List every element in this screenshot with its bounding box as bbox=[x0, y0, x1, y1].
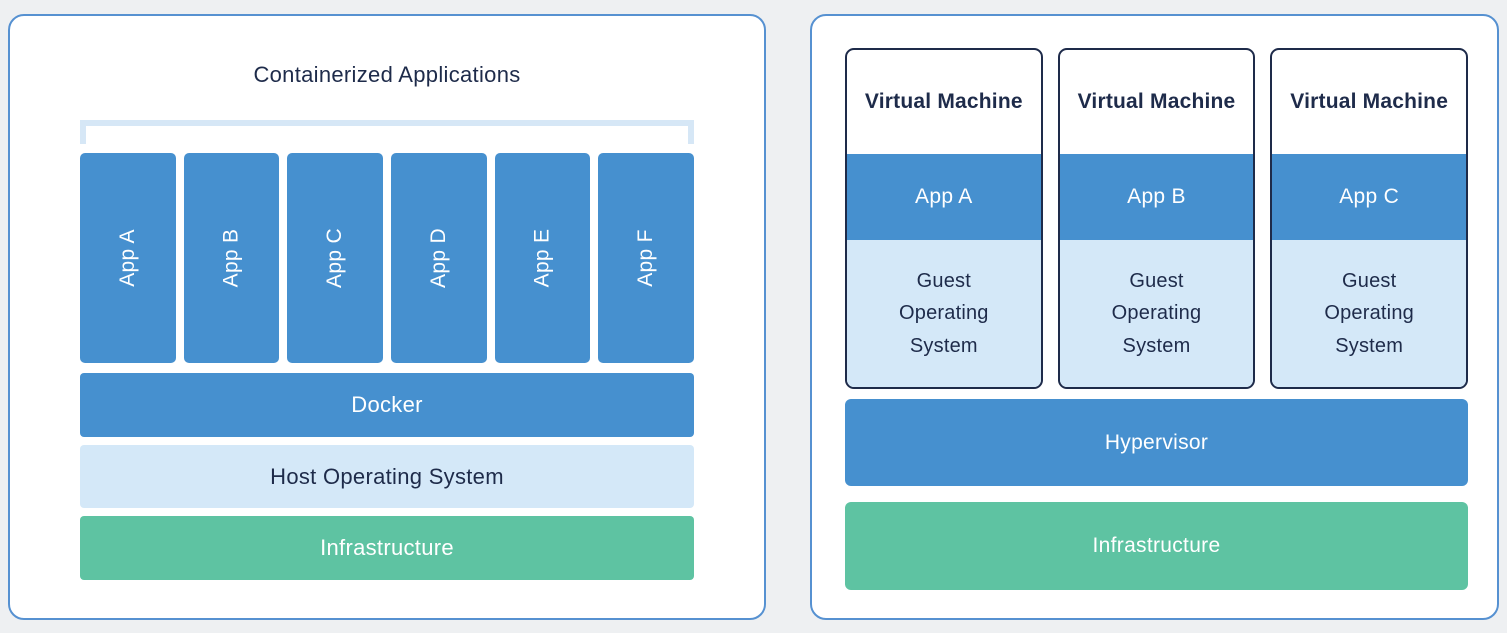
vm-guest-os-layer: Guest Operating System bbox=[1059, 240, 1254, 387]
infrastructure-layer-label: Infrastructure bbox=[320, 535, 454, 560]
vm-title: Virtual Machine bbox=[1077, 90, 1236, 113]
vm-guest-os-label: Guest Operating System bbox=[899, 269, 989, 357]
vm-app-layer: App B bbox=[1059, 154, 1254, 240]
app-label: App F bbox=[634, 229, 658, 287]
app-container-box: App C bbox=[287, 153, 384, 363]
vm-guest-os-label: Guest Operating System bbox=[1324, 269, 1414, 357]
apps-group-bracket bbox=[80, 120, 694, 144]
vm-guest-os-layer: Guest Operating System bbox=[847, 240, 1041, 387]
vm-title: Virtual Machine bbox=[864, 90, 1023, 113]
app-container-box: App E bbox=[494, 153, 591, 363]
app-container-box: App F bbox=[598, 153, 695, 363]
vm-row: Virtual Machine App A Guest Operating Sy… bbox=[845, 48, 1469, 389]
infrastructure-layer: Infrastructure bbox=[80, 516, 694, 580]
app-label: App B bbox=[219, 228, 243, 288]
containers-panel-title: Containerized Applications bbox=[253, 62, 521, 87]
app-label: App A bbox=[115, 229, 139, 287]
infrastructure-layer: Infrastructure bbox=[845, 502, 1468, 590]
containers-panel: Containerized Applications App A App B A… bbox=[8, 14, 766, 620]
app-container-box: App B bbox=[183, 153, 280, 363]
docker-layer: Docker bbox=[80, 373, 694, 437]
container-apps-row: App A App B App C App D App E App F bbox=[80, 153, 695, 363]
app-label: App D bbox=[426, 228, 450, 288]
vm-app-layer: App C bbox=[1272, 154, 1467, 240]
vm-box: Virtual Machine App A Guest Operating Sy… bbox=[845, 48, 1043, 389]
hypervisor-layer-label: Hypervisor bbox=[1104, 430, 1209, 454]
app-label: App C bbox=[323, 228, 347, 288]
vm-guest-os-label: Guest Operating System bbox=[1111, 269, 1202, 357]
vm-box: Virtual Machine App B Guest Operating Sy… bbox=[1057, 48, 1256, 389]
hypervisor-layer: Hypervisor bbox=[845, 399, 1468, 486]
host-os-layer-label: Host Operating System bbox=[270, 463, 504, 489]
vm-app-layer: App A bbox=[847, 154, 1041, 240]
vm-box: Virtual Machine App C Guest Operating Sy… bbox=[1270, 48, 1469, 389]
vm-guest-os-layer: Guest Operating System bbox=[1272, 240, 1467, 387]
virtual-machines-panel: Virtual Machine App A Guest Operating Sy… bbox=[810, 14, 1499, 620]
app-label: App E bbox=[530, 228, 554, 288]
app-container-box: App D bbox=[391, 153, 487, 363]
host-os-layer: Host Operating System bbox=[80, 445, 694, 508]
infrastructure-layer-label: Infrastructure bbox=[1092, 534, 1221, 557]
vm-title: Virtual Machine bbox=[1290, 90, 1449, 113]
app-container-box: App A bbox=[80, 153, 176, 363]
docker-layer-label: Docker bbox=[351, 392, 423, 417]
